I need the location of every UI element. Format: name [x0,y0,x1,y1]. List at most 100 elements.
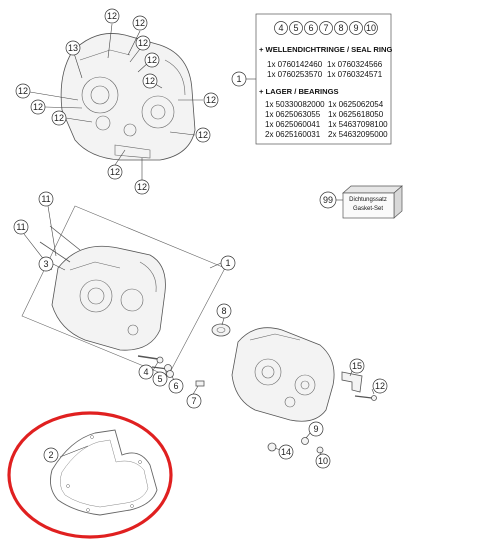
svg-text:5: 5 [157,374,162,384]
svg-text:8: 8 [338,23,343,33]
callout-99: 99 [319,191,337,209]
svg-text:14: 14 [281,447,291,457]
callout-12-f: 12 [15,83,31,99]
svg-text:2: 2 [48,450,53,460]
bolt-part [137,355,164,364]
callout-12-j: 12 [195,127,211,143]
red-highlight-circle [7,411,173,539]
callout-12-g: 12 [30,99,46,115]
callout-6: 6 [168,378,184,394]
seal-ring-part [211,323,231,337]
callout-9: 9 [308,421,324,437]
gasket-part-2: 2 [43,429,158,516]
seal-item: 1x 0760253570 [267,70,323,79]
callout-14: 14 [278,444,294,460]
callout-12-d: 12 [144,52,160,68]
callout-11-a: 11 [38,191,54,207]
svg-text:5: 5 [293,23,298,33]
gasket-set-box: Dichtungssatz Gasket-Set 99 [319,185,403,219]
gasket-set-label-de: Dichtungssatz [349,197,387,203]
callout-12-l: 12 [134,179,150,195]
svg-text:11: 11 [41,194,50,204]
dowel-part [195,380,205,387]
left-crankcase-half [51,245,166,351]
legend-ref-callout: 1 [231,71,247,87]
seal-ring-heading: + WELLENDICHTRINGE / SEAL RING [259,45,392,54]
svg-text:12: 12 [147,55,157,65]
svg-text:12: 12 [135,18,145,28]
callout-12-c: 12 [135,35,151,51]
exploded-view: 11 11 3 1 8 15 12 4 5 6 7 9 14 10 [13,191,388,469]
callout-12-k: 12 [107,164,123,180]
callout-12-m: 12 [372,378,388,394]
svg-text:12: 12 [33,102,43,112]
svg-text:12: 12 [110,167,120,177]
bearing-item: 1x 0625618050 [328,110,384,119]
svg-text:1: 1 [225,258,230,268]
callout-10: 10 [315,453,331,469]
callout-3: 3 [38,256,54,272]
bearings-heading: + LAGER / BEARINGS [259,87,339,96]
callout-2: 2 [43,447,59,463]
callout-15: 15 [349,358,365,374]
svg-text:8: 8 [221,306,226,316]
svg-text:99: 99 [323,195,333,205]
callout-12-a: 12 [104,8,120,24]
svg-text:12: 12 [145,76,155,86]
callout-7: 7 [186,393,202,409]
svg-text:12: 12 [137,182,147,192]
callout-4: 4 [138,364,154,380]
legend-callout-row: 4 5 6 7 8 9 10 [274,21,378,35]
svg-text:12: 12 [206,95,216,105]
bearing-item: 1x 0625062054 [328,100,384,109]
svg-text:10: 10 [366,23,376,33]
bearing-item: 1x 0625063055 [265,110,321,119]
svg-text:1: 1 [236,74,241,84]
svg-text:12: 12 [198,130,208,140]
callout-11-b: 11 [13,219,29,235]
svg-text:10: 10 [318,456,328,466]
callout-12-h: 12 [51,110,67,126]
callout-12-i: 12 [203,92,219,108]
callout-8: 8 [216,303,232,319]
svg-text:3: 3 [43,259,48,269]
bearing-item: 2x 54632095000 [328,130,388,139]
svg-text:12: 12 [375,381,385,391]
seal-item: 1x 0760324571 [327,70,383,79]
callout-12-e: 12 [142,73,158,89]
svg-text:6: 6 [308,23,313,33]
top-crankcase-view: 12 12 12 13 12 12 12 12 12 12 12 12 12 [15,8,219,195]
svg-text:11: 11 [16,222,25,232]
svg-text:12: 12 [138,38,148,48]
svg-text:15: 15 [352,361,362,371]
svg-text:13: 13 [68,43,78,53]
svg-text:4: 4 [278,23,283,33]
parts-legend: 1 4 5 6 7 8 9 10 + WELLENDICHTRINGE / SE… [231,13,392,145]
svg-text:4: 4 [143,367,148,377]
right-crankcase-half [231,327,335,422]
svg-text:12: 12 [107,11,117,21]
bracket-part [341,371,363,393]
bearing-item: 1x 0625060041 [265,120,321,129]
bearing-item: 2x 0625160031 [265,130,321,139]
svg-text:12: 12 [18,86,28,96]
svg-text:7: 7 [323,23,328,33]
svg-text:12: 12 [54,113,64,123]
washer-part [164,364,174,378]
callout-12-b: 12 [132,15,148,31]
svg-text:9: 9 [313,424,318,434]
svg-text:9: 9 [353,23,358,33]
seal-item: 1x 0760142460 [267,60,323,69]
bearing-item: 1x 50330082000 [265,100,325,109]
screw-part [354,395,377,401]
drain-screw-part [301,437,324,454]
stud-part [39,225,81,263]
callout-13: 13 [65,40,81,56]
svg-text:6: 6 [173,381,178,391]
gasket-set-label-en: Gasket-Set [353,206,383,212]
svg-text:7: 7 [191,396,196,406]
callout-1: 1 [220,255,236,271]
seal-item: 1x 0760324566 [327,60,383,69]
plug-part [267,442,277,452]
